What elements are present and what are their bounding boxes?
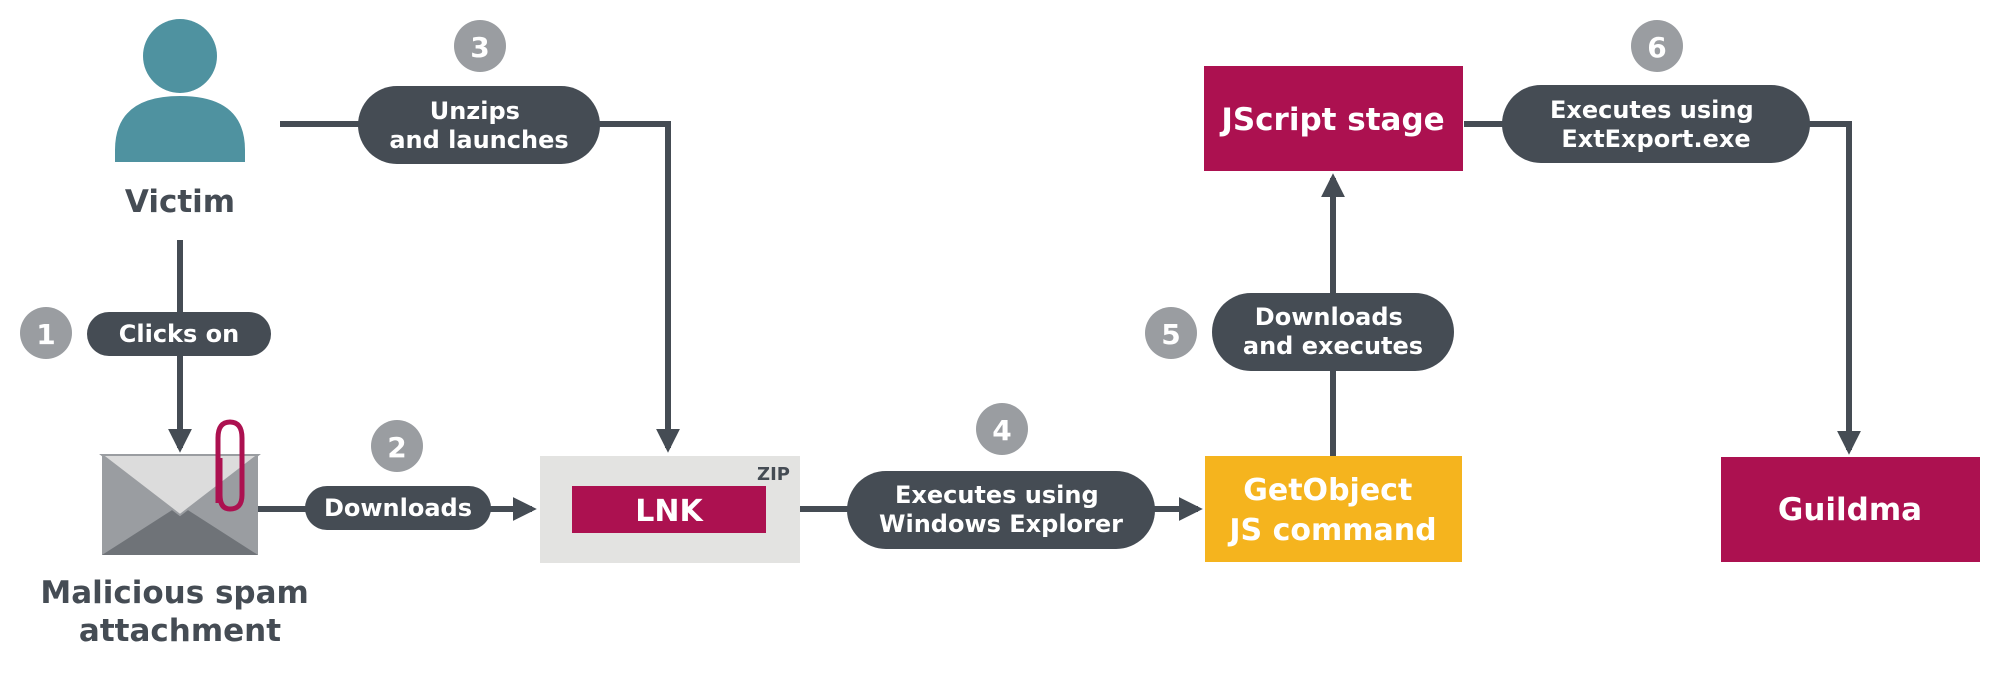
attachment-label-line2: attachment (79, 613, 281, 649)
step-5-badge (1145, 307, 1197, 359)
guildma-label: Guildma (1778, 492, 1922, 528)
step-3: 3 Unzips and launches (358, 20, 600, 164)
step-3-text-line2: and launches (389, 126, 568, 154)
step-6-text-line1: Executes using (1550, 96, 1754, 124)
step-4-badge (976, 403, 1028, 455)
step-6-badge (1631, 20, 1683, 72)
jscript-stage-label: JScript stage (1219, 102, 1444, 138)
lnk-box: LNK (572, 486, 766, 533)
victim-label: Victim (125, 184, 235, 220)
step-2-pill (305, 486, 491, 530)
step-4-text-line1: Executes using (895, 481, 1099, 509)
paperclip-icon (215, 419, 245, 512)
step-5-pill (1212, 293, 1454, 371)
svg-text:Unzips and launches: Unzips and launches (389, 97, 568, 154)
lnk-label: LNK (635, 494, 704, 529)
step-2-text: Downloads (324, 494, 472, 522)
step-4-number: 4 (992, 414, 1011, 447)
svg-text:Executes using ExtExport: Executes using ExtExport.exe (1550, 96, 1762, 153)
step-6: 6 Executes using ExtExport.exe (1502, 20, 1810, 163)
step-5-number: 5 (1161, 318, 1180, 351)
step-2: 2 Downloads (305, 420, 491, 530)
step-1-badge (20, 307, 72, 359)
guildma-box: Guildma (1721, 457, 1980, 562)
step-4-pill (847, 471, 1155, 549)
step-1-number: 1 (36, 318, 55, 351)
step-6-text-line2: ExtExport.exe (1561, 125, 1750, 153)
step-3-text-line1: Unzips (430, 97, 520, 125)
step-4-text-line2: Windows Explorer (879, 510, 1123, 538)
step-2-badge (371, 420, 423, 472)
victim-person-icon (115, 19, 245, 162)
step-3-badge (454, 20, 506, 72)
step-3-pill (358, 86, 600, 164)
svg-text:Executes using Windows E: Executes using Windows Explorer (879, 481, 1123, 538)
arrow-jscript-to-guildma (1464, 121, 1861, 455)
svg-text:GetObject JS command: GetObject JS command (1227, 473, 1436, 548)
step-3-number: 3 (470, 31, 489, 64)
getobject-box: GetObject JS command (1205, 456, 1462, 562)
step-1: 1 Clicks on (20, 307, 271, 359)
step-2-number: 2 (387, 431, 406, 464)
step-1-pill (87, 312, 271, 356)
zip-label: ZIP (757, 464, 790, 485)
attachment-label: Malicious spam attachment (40, 575, 319, 649)
step-6-pill (1502, 85, 1810, 163)
step-5-text-line1: Downloads (1255, 303, 1403, 331)
svg-text:Downloads and executes: Downloads and executes (1243, 303, 1423, 360)
attachment-label-line1: Malicious spam (40, 575, 309, 611)
getobject-label-line2: JS command (1227, 513, 1436, 548)
step-6-number: 6 (1647, 31, 1666, 64)
arrow-victim-to-lnk (280, 121, 680, 453)
step-5: 5 Downloads and executes (1145, 293, 1454, 371)
getobject-label-line1: GetObject (1243, 473, 1412, 508)
step-1-text: Clicks on (119, 320, 239, 348)
jscript-stage-box: JScript stage (1204, 66, 1463, 171)
step-4: 4 Executes using Windows Explorer (847, 403, 1155, 549)
email-attachment-icon (99, 454, 261, 555)
step-5-text-line2: and executes (1243, 332, 1423, 360)
